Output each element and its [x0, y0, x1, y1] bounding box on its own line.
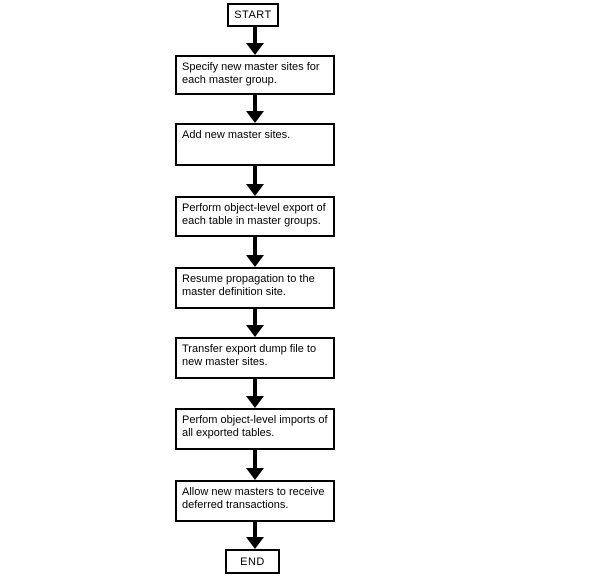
- arrow-head: [246, 537, 264, 549]
- process-text-line: Allow new masters to receive: [182, 486, 325, 498]
- arrow-head: [246, 184, 264, 196]
- arrow-stem: [253, 166, 257, 184]
- process-text-line: deferred transactions.: [182, 499, 289, 511]
- arrow-head: [246, 255, 264, 267]
- process-node-transfer-export-dump: Transfer export dump file to new master …: [175, 337, 335, 379]
- arrow-down-icon: [245, 95, 265, 123]
- process-text-line: Resume propagation to the: [182, 273, 315, 285]
- process-text-line: Perfom object-level imports of: [182, 414, 328, 426]
- arrow-down-icon: [245, 309, 265, 337]
- process-text-line: new master sites.: [182, 356, 268, 368]
- arrow-stem: [253, 237, 257, 255]
- process-text-line: each table in master groups.: [182, 215, 321, 227]
- arrow-head: [246, 396, 264, 408]
- process-text-line: Perform object-level export of: [182, 202, 326, 214]
- arrow-head: [246, 468, 264, 480]
- arrow-down-icon: [245, 450, 265, 480]
- process-text-line: master definition site.: [182, 286, 286, 298]
- process-node-object-level-export: Perform object-level export of each tabl…: [175, 196, 335, 237]
- process-text-line: all exported tables.: [182, 427, 275, 439]
- process-node-allow-deferred-transactions: Allow new masters to receive deferred tr…: [175, 480, 335, 522]
- process-node-object-level-imports: Perfom object-level imports of all expor…: [175, 408, 335, 450]
- arrow-head: [246, 325, 264, 337]
- arrow-stem: [253, 522, 257, 537]
- arrow-down-icon: [245, 27, 265, 55]
- arrow-stem: [253, 379, 257, 396]
- process-node-resume-propagation: Resume propagation to the master definit…: [175, 267, 335, 309]
- arrow-stem: [253, 95, 257, 111]
- arrow-down-icon: [245, 379, 265, 408]
- process-node-specify-master-sites: Specify new master sites for each master…: [175, 55, 335, 95]
- arrow-down-icon: [245, 237, 265, 267]
- arrow-stem: [253, 309, 257, 325]
- end-node: END: [225, 549, 280, 574]
- arrow-down-icon: [245, 522, 265, 549]
- start-node: START: [227, 3, 279, 27]
- end-label: END: [240, 555, 265, 568]
- process-text-line: Specify new master sites for: [182, 61, 320, 73]
- arrow-stem: [253, 450, 257, 468]
- arrow-head: [246, 111, 264, 123]
- process-node-add-master-sites: Add new master sites.: [175, 123, 335, 166]
- process-text-line: Add new master sites.: [182, 129, 291, 141]
- start-label: START: [234, 9, 272, 21]
- arrow-down-icon: [245, 166, 265, 196]
- arrow-stem: [253, 27, 257, 43]
- process-text-line: each master group.: [182, 74, 277, 86]
- process-text-line: Transfer export dump file to: [182, 343, 317, 355]
- arrow-head: [246, 43, 264, 55]
